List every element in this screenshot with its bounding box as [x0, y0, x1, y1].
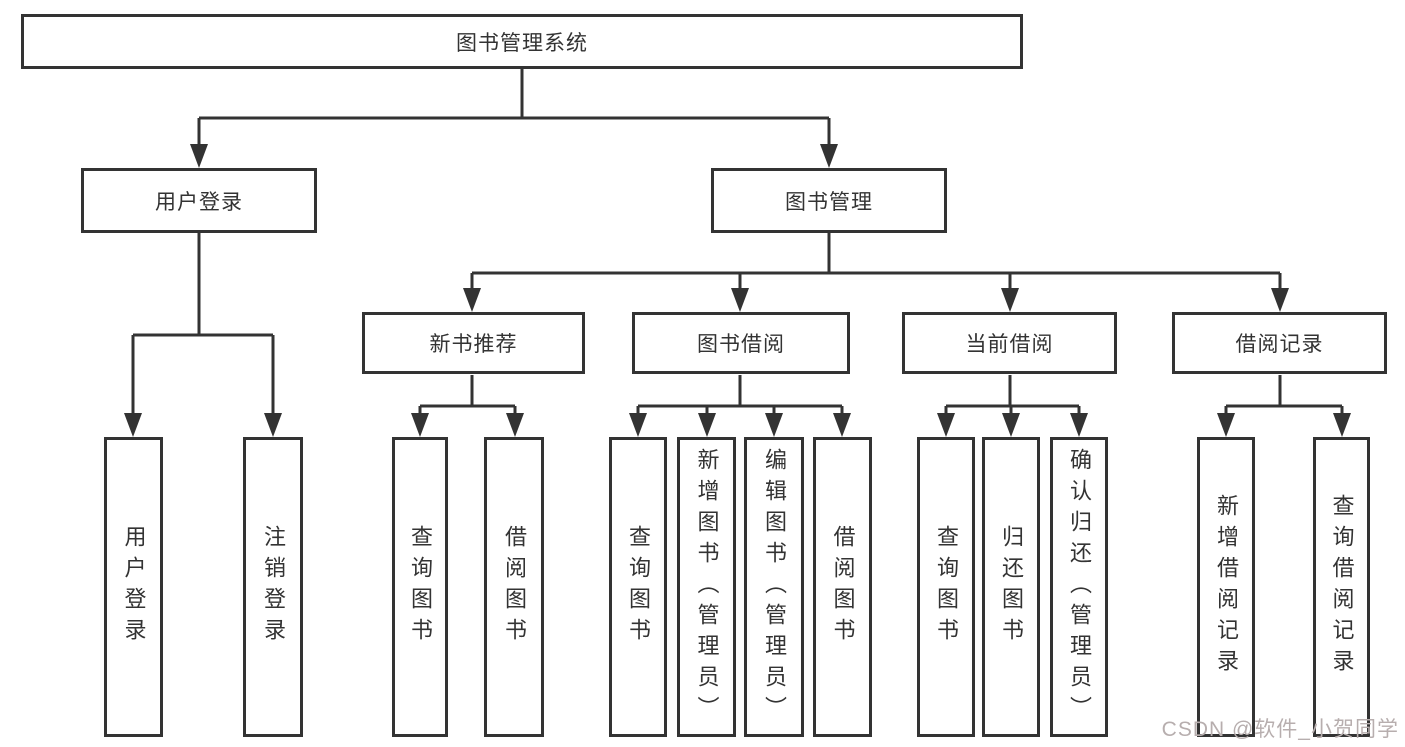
arrowhead	[1333, 413, 1351, 437]
arrowhead	[731, 288, 749, 312]
leaf-records-query-record: 查询借阅记录	[1313, 437, 1370, 737]
leaf-current-confirm-return-admin: 确认归还（管理员）	[1050, 437, 1108, 737]
connector-user-login-children	[124, 233, 282, 437]
connector-root-to-level2	[190, 69, 838, 168]
connector-current-borrow-children	[937, 375, 1088, 437]
node-user-login: 用户登录	[81, 168, 317, 233]
connector-borrow-records-children	[1217, 375, 1351, 437]
node-current-borrow: 当前借阅	[902, 312, 1117, 374]
arrowhead	[463, 288, 481, 312]
node-root-system: 图书管理系统	[21, 14, 1023, 69]
node-new-book-recommend: 新书推荐	[362, 312, 585, 374]
leaf-recommend-borrow-books: 借阅图书	[484, 437, 544, 737]
leaf-borrow-query-books: 查询图书	[609, 437, 667, 737]
leaf-user-login: 用户登录	[104, 437, 163, 737]
arrowhead	[264, 413, 282, 437]
connector-book-management-children	[463, 233, 1289, 312]
arrowhead	[820, 144, 838, 168]
leaf-borrow-borrow-books: 借阅图书	[813, 437, 872, 737]
leaf-recommend-query-books: 查询图书	[392, 437, 448, 737]
arrowhead	[765, 413, 783, 437]
leaf-current-return-books: 归还图书	[982, 437, 1040, 737]
arrowhead	[1070, 413, 1088, 437]
arrowhead	[1002, 413, 1020, 437]
arrowhead	[411, 413, 429, 437]
node-book-management: 图书管理	[711, 168, 947, 233]
node-borrow-records: 借阅记录	[1172, 312, 1387, 374]
arrowhead	[1271, 288, 1289, 312]
watermark: CSDN @软件_小贺同学	[1161, 718, 1399, 741]
arrowhead	[506, 413, 524, 437]
connector-book-borrow-children	[629, 375, 851, 437]
arrowhead	[629, 413, 647, 437]
leaf-borrow-edit-books-admin: 编辑图书（管理员）	[744, 437, 804, 737]
node-book-borrow: 图书借阅	[632, 312, 850, 374]
arrowhead	[124, 413, 142, 437]
arrowhead	[698, 413, 716, 437]
arrowhead	[1217, 413, 1235, 437]
leaf-borrow-add-books-admin: 新增图书（管理员）	[677, 437, 736, 737]
connector-new-book-recommend-children	[411, 375, 524, 437]
arrowhead	[833, 413, 851, 437]
arrowhead	[190, 144, 208, 168]
arrowhead	[1001, 288, 1019, 312]
leaf-current-query-books: 查询图书	[917, 437, 975, 737]
arrowhead	[937, 413, 955, 437]
leaf-logout: 注销登录	[243, 437, 303, 737]
leaf-records-add-record: 新增借阅记录	[1197, 437, 1255, 737]
